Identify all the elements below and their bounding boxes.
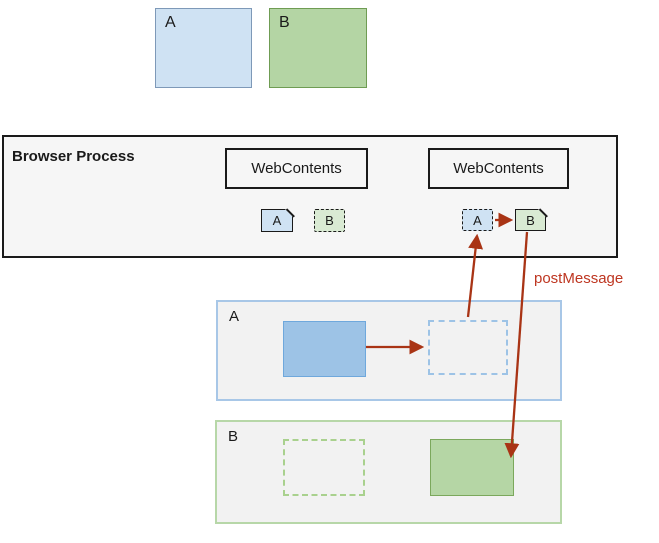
renderer-b-subframe: [430, 439, 514, 496]
webcontents-2-label: WebContents: [453, 160, 544, 177]
renderer-b-placeholder-frame: [283, 439, 365, 496]
renderer-process-b-box: B: [215, 420, 562, 524]
webcontents-1-proxy-b: B: [314, 209, 345, 232]
browser-process-label: Browser Process: [12, 148, 135, 165]
renderer-b-label: B: [228, 428, 239, 445]
webcontents-2-frame-b: B: [515, 209, 546, 231]
webcontents-1-box: WebContents: [225, 148, 368, 189]
webcontents-1-frame-a-label: A: [272, 213, 282, 228]
renderer-a-main-frame: [283, 321, 366, 377]
webcontents-2-box: WebContents: [428, 148, 569, 189]
post-message-label: postMessage: [534, 270, 624, 287]
webcontents-2-proxy-a: A: [462, 209, 493, 231]
webcontents-1-frame-a: A: [261, 209, 293, 232]
site-b-tab-label: B: [279, 14, 290, 31]
webcontents-1-label: WebContents: [251, 160, 342, 177]
renderer-a-label: A: [229, 308, 240, 325]
site-a-tab-label: A: [165, 14, 176, 31]
webcontents-2-proxy-a-label: A: [473, 212, 482, 228]
webcontents-1-proxy-b-label: B: [325, 213, 334, 228]
site-b-tab: B: [269, 8, 367, 88]
renderer-a-placeholder-frame: [428, 320, 508, 375]
webcontents-2-frame-b-label: B: [526, 212, 535, 228]
renderer-process-a-box: A: [216, 300, 562, 401]
site-a-tab: A: [155, 8, 252, 88]
